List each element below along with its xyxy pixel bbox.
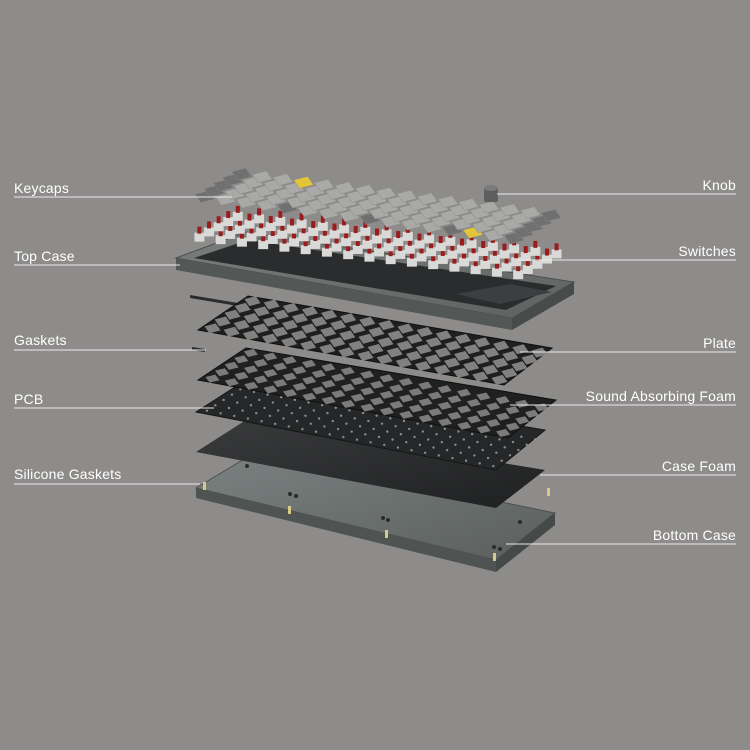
- pcb-layer: [194, 379, 547, 471]
- label-top-case: Top Case: [14, 248, 75, 264]
- label-silicone-gaskets: Silicone Gaskets: [14, 466, 122, 482]
- label-sound-absorbing-foam: Sound Absorbing Foam: [585, 388, 736, 404]
- knob: [484, 185, 498, 202]
- top-case-layer: [174, 231, 576, 330]
- case-foam-layer: [196, 420, 545, 508]
- keycaps-layer: [194, 167, 562, 245]
- label-plate: Plate: [703, 335, 736, 351]
- leader-lines: [14, 193, 736, 545]
- sound-absorbing-foam-layer: [196, 347, 558, 439]
- plate-layer: [196, 295, 554, 386]
- label-keycaps: Keycaps: [14, 180, 70, 196]
- bottom-case-layer: [194, 451, 557, 572]
- label-case-foam: Case Foam: [661, 458, 736, 474]
- label-bottom-case: Bottom Case: [652, 527, 736, 543]
- switches-layer: [194, 205, 562, 280]
- label-gaskets: Gaskets: [14, 332, 67, 348]
- label-switches: Switches: [678, 243, 736, 259]
- label-pcb: PCB: [14, 391, 44, 407]
- label-knob: Knob: [702, 177, 736, 193]
